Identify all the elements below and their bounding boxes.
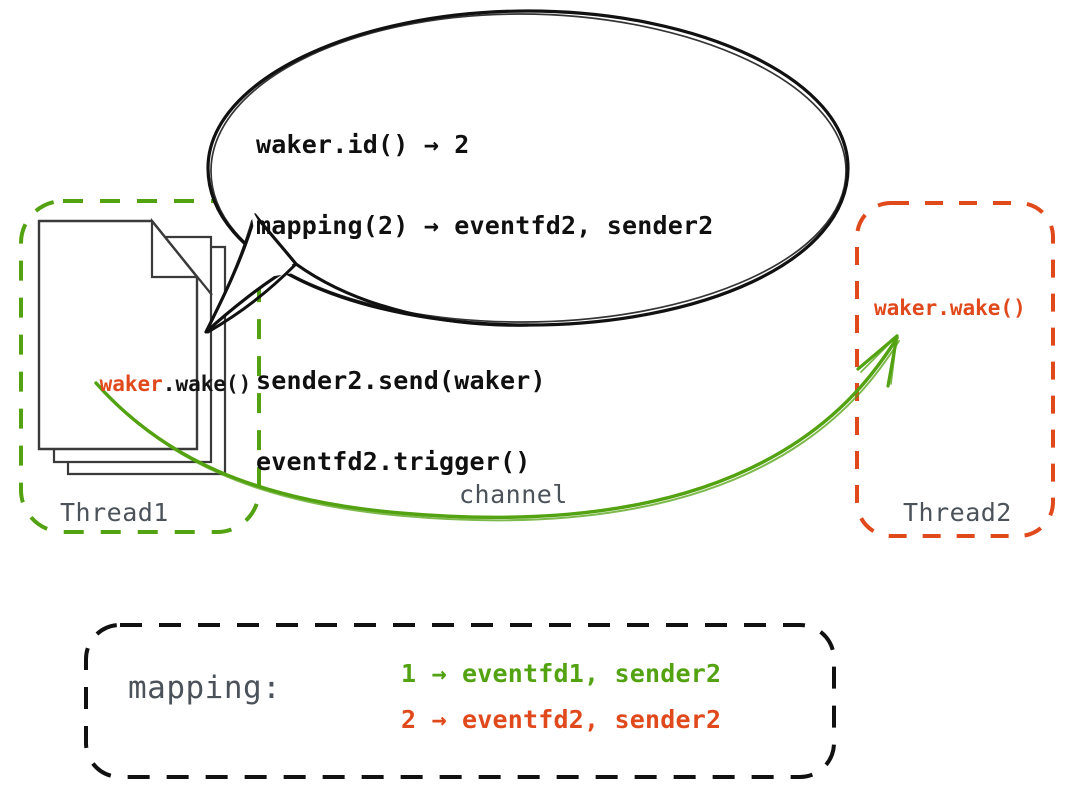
mapping-entry-2: 2 → eventfd2, sender2 [401, 705, 722, 734]
channel-label: channel [459, 480, 568, 509]
waker-token: waker [99, 372, 163, 396]
document-fold-crease [151, 220, 213, 296]
bubble-line-spacer [256, 294, 714, 318]
thread1-label: Thread1 [60, 498, 169, 527]
bubble-line-3: sender2.send(waker) [256, 366, 546, 395]
thread2-label: Thread2 [903, 498, 1012, 527]
mapping-entry-1: 1 → eventfd1, sender2 [401, 659, 722, 688]
thread1-page-code: waker.wake() [49, 353, 252, 416]
speech-bubble-text: waker.id() → 2 mapping(2) → eventfd2, se… [256, 82, 714, 530]
channel-arrow [94, 334, 900, 522]
wake-call-token: .wake() [162, 372, 252, 396]
mapping-title: mapping: [128, 670, 282, 706]
thread2-code: waker.wake() [874, 296, 1026, 320]
bubble-line-1: mapping(2) → eventfd2, sender2 [256, 211, 714, 240]
document-stack [37, 217, 227, 476]
speech-bubble-shape [204, 9, 850, 334]
mapping-box [84, 623, 836, 779]
bubble-line-0: waker.id() → 2 [256, 130, 470, 159]
thread2-box [855, 201, 1055, 538]
bubble-line-4: eventfd2.trigger() [256, 447, 531, 476]
thread1-box [19, 199, 261, 534]
